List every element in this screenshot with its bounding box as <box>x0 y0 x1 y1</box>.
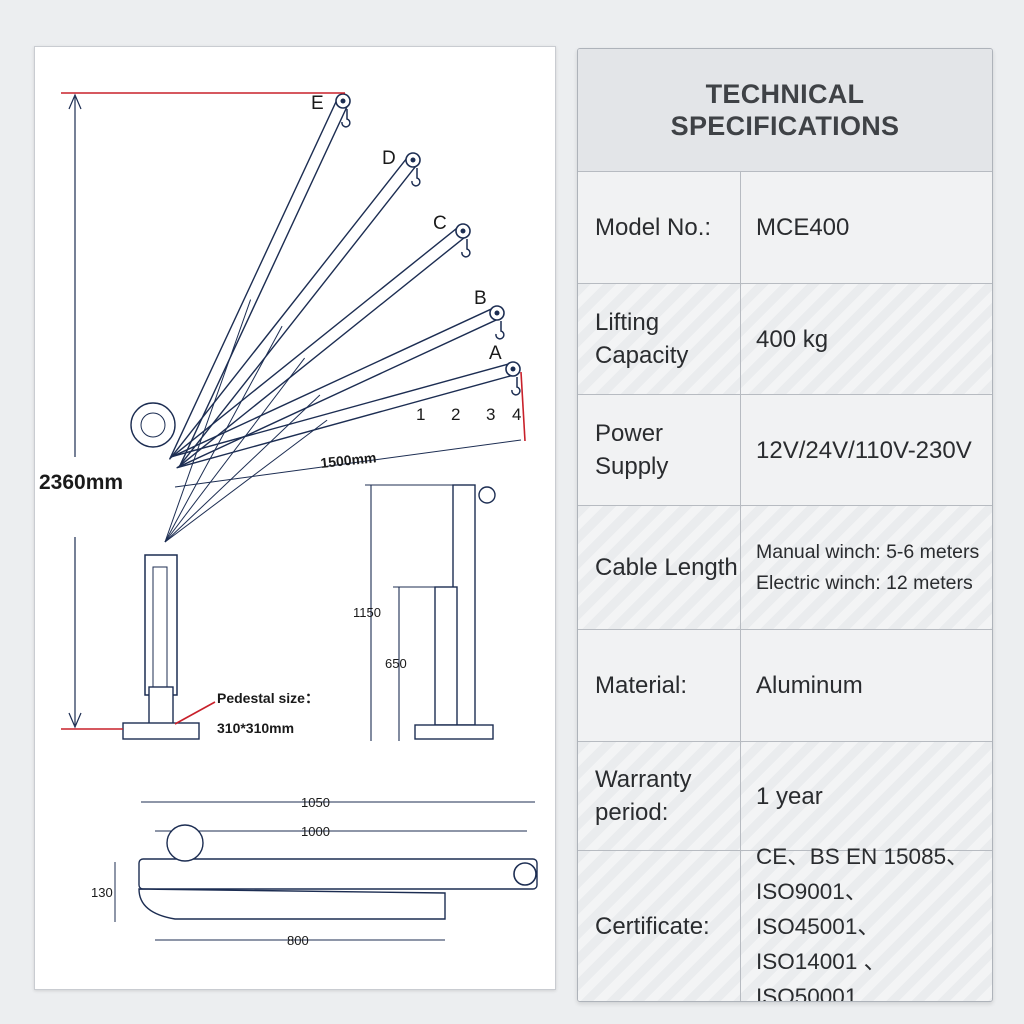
spec-title: TECHNICAL SPECIFICATIONS <box>670 79 900 141</box>
column-height-1150: 1150 <box>353 605 381 620</box>
hook-e <box>341 109 351 128</box>
boom-arm-a-lower <box>173 362 512 457</box>
spec-label-cable: Cable Length <box>578 506 741 629</box>
depth-130: 130 <box>91 885 113 900</box>
spec-value-model: MCE400 <box>756 214 850 241</box>
spec-value-warranty: 1 year <box>756 782 823 810</box>
technical-drawing-panel: E D C B A 1 2 3 4 2360mm 1500mm Pedestal… <box>34 46 556 990</box>
hole-number-1: 1 <box>416 405 425 424</box>
pedestal-size-value: 310*310mm <box>217 720 294 736</box>
spec-row-warranty: Warranty period: 1 year <box>578 742 992 851</box>
pulley-hub-b <box>494 310 500 316</box>
reach-dimension-line <box>174 439 522 488</box>
boom-arm-b-lower <box>172 306 495 458</box>
spec-value-power: 12V/24V/110V-230V <box>756 436 972 464</box>
boom-arm-d-upper <box>179 163 419 467</box>
boom-arm-b-upper <box>177 317 500 469</box>
main-column <box>122 554 200 740</box>
length-800: 800 <box>287 933 309 948</box>
hole-number-4: 4 <box>512 405 521 424</box>
overall-height-label: 2360mm <box>39 471 123 494</box>
position-label-d: D <box>382 148 396 169</box>
pulley-hub-c <box>460 228 466 234</box>
boom-arm-e-upper <box>179 103 350 465</box>
column-socket <box>148 686 174 728</box>
spec-value-cable: Manual winch: 5-6 meters Electric winch:… <box>756 540 980 594</box>
spec-value-capacity: 400 kg <box>756 325 829 353</box>
pulley-hub-a <box>510 366 516 372</box>
length-1000: 1000 <box>301 824 330 839</box>
strut-d <box>164 325 283 543</box>
position-label-c: C <box>433 213 447 234</box>
pedestal-base <box>122 722 200 740</box>
reach-label: 1500mm <box>320 449 377 471</box>
folded-arm-upper <box>138 858 538 890</box>
hook-a <box>511 377 521 396</box>
pulley-hub-e <box>340 98 346 104</box>
reach-reference-line <box>520 371 526 442</box>
boom-arm-c-lower <box>170 225 460 458</box>
spec-label-material: Material: <box>578 630 741 741</box>
side-view-drawing <box>365 484 496 741</box>
spec-row-capacity: Lifting Capacity 400 kg <box>578 284 992 395</box>
pedestal-leader-line <box>174 701 216 725</box>
hook-b <box>495 321 505 340</box>
spec-row-material: Material: Aluminum <box>578 630 992 742</box>
hook-d <box>411 168 421 187</box>
spec-label-warranty: Warranty period: <box>578 742 741 850</box>
length-1050: 1050 <box>301 795 330 810</box>
main-dimensions <box>61 92 526 730</box>
pulley-hub-d <box>410 157 416 163</box>
hole-number-2: 2 <box>451 405 460 424</box>
spec-label-certificate: Certificate: <box>578 851 741 1001</box>
strut-b <box>164 394 321 543</box>
spec-value-material: Aluminum <box>756 672 863 699</box>
boom-arm-d-lower <box>169 155 409 459</box>
spec-row-model: Model No.: MCE400 <box>578 172 992 284</box>
spec-row-certificate: Certificate: CE、BS EN 15085、 ISO9001、ISO… <box>578 843 992 1002</box>
hole-number-3: 3 <box>486 405 495 424</box>
height-arrow-bottom <box>68 712 82 729</box>
side-column-socket <box>434 586 458 726</box>
folded-winch <box>166 824 204 862</box>
strut-e <box>164 299 252 543</box>
strut-a <box>164 419 328 543</box>
hook-c <box>461 239 471 258</box>
position-label-e: E <box>311 93 324 114</box>
height-arrow-top <box>68 93 82 110</box>
spec-row-power: Power Supply 12V/24V/110V-230V <box>578 395 992 506</box>
side-pulley <box>478 486 496 504</box>
position-label-a: A <box>489 343 502 364</box>
boom-arm-c-upper <box>178 235 468 468</box>
folded-arm-lower <box>138 888 446 920</box>
boom-positions <box>130 93 521 543</box>
spec-label-model: Model No.: <box>578 172 741 283</box>
spec-label-power: Power Supply <box>578 395 741 505</box>
spec-header: TECHNICAL SPECIFICATIONS <box>578 49 992 172</box>
winch-drum-inner <box>140 412 166 438</box>
spec-value-certificate: CE、BS EN 15085、 ISO9001、ISO45001、 ISO140… <box>756 843 969 1002</box>
strut-c <box>164 357 305 543</box>
position-label-b: B <box>474 288 487 309</box>
column-outer-tube <box>144 554 178 696</box>
folded-arm-drawing <box>114 801 538 941</box>
technical-specifications-table: TECHNICAL SPECIFICATIONS Model No.: MCE4… <box>577 48 993 1002</box>
spec-row-cable: Cable Length Manual winch: 5-6 meters El… <box>578 506 992 630</box>
side-pedestal-base <box>414 724 494 740</box>
winch-drum <box>130 402 176 448</box>
spec-label-capacity: Lifting Capacity <box>578 284 741 394</box>
pedestal-size-label: Pedestal size： <box>217 690 319 706</box>
boom-arm-e-lower <box>168 98 339 460</box>
folded-arm-pulley <box>513 862 537 886</box>
column-height-650: 650 <box>385 656 407 671</box>
crane-drawing: E D C B A 1 2 3 4 2360mm 1500mm Pedestal… <box>39 92 538 948</box>
